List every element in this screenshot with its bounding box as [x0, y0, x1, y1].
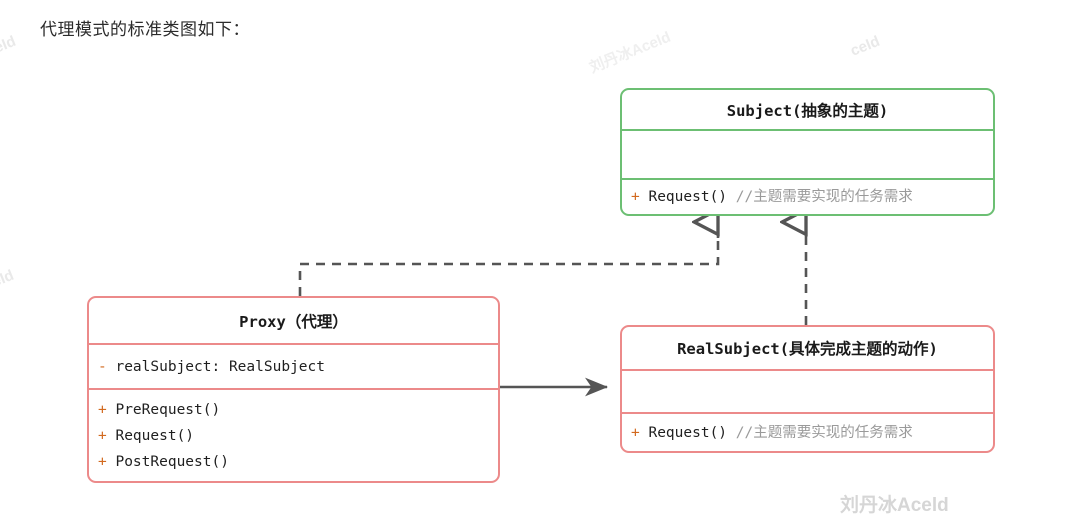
method-signature: PreRequest() [115, 401, 221, 418]
attribute-compartment: - realSubject: RealSubject [89, 343, 498, 388]
method-comment: //主题需要实现的任务需求 [735, 424, 913, 441]
visibility-marker: + [631, 189, 640, 205]
class-box-subject[interactable]: Subject(抽象的主题) + Request() //主题需要实现的任务需求 [620, 88, 995, 216]
class-name-compartment: Subject(抽象的主题) [622, 90, 993, 129]
method-row: + PreRequest() [89, 397, 498, 423]
method-signature: Request() [115, 427, 195, 444]
class-name-compartment: Proxy（代理） [89, 298, 498, 343]
method-compartment: + PreRequest() + Request() + PostRequest… [89, 388, 498, 481]
method-compartment: + Request() //主题需要实现的任务需求 [622, 178, 993, 214]
visibility-marker: + [98, 401, 107, 418]
class-name-realsubject: RealSubject(具体完成主题的动作) [677, 340, 938, 358]
attribute-compartment [622, 369, 993, 412]
visibility-marker: - [98, 358, 107, 375]
method-row: + PostRequest() [89, 449, 498, 475]
attribute-signature: realSubject: RealSubject [115, 358, 325, 375]
method-signature: Request() [648, 189, 728, 205]
attribute-compartment [622, 129, 993, 178]
method-compartment: + Request() //主题需要实现的任务需求 [622, 412, 993, 451]
class-name-proxy: Proxy（代理） [239, 312, 348, 331]
relation-proxy-realizes-subject [298, 222, 718, 296]
visibility-marker: + [98, 453, 107, 470]
method-row: + Request() //主题需要实现的任务需求 [622, 420, 993, 446]
class-box-realsubject[interactable]: RealSubject(具体完成主题的动作) + Request() //主题需… [620, 325, 995, 453]
method-comment: //主题需要实现的任务需求 [735, 189, 913, 205]
class-box-proxy[interactable]: Proxy（代理） - realSubject: RealSubject + P… [87, 296, 500, 483]
method-row: + Request() [89, 423, 498, 449]
method-row: + Request() //主题需要实现的任务需求 [622, 184, 993, 210]
class-name-compartment: RealSubject(具体完成主题的动作) [622, 327, 993, 369]
attribute-row: - realSubject: RealSubject [89, 354, 498, 380]
visibility-marker: + [631, 424, 640, 441]
method-signature: Request() [648, 424, 728, 441]
page-title: 代理模式的标准类图如下： [40, 20, 250, 39]
method-signature: PostRequest() [115, 453, 229, 470]
class-name-subject: Subject(抽象的主题) [726, 101, 889, 120]
visibility-marker: + [98, 427, 107, 444]
